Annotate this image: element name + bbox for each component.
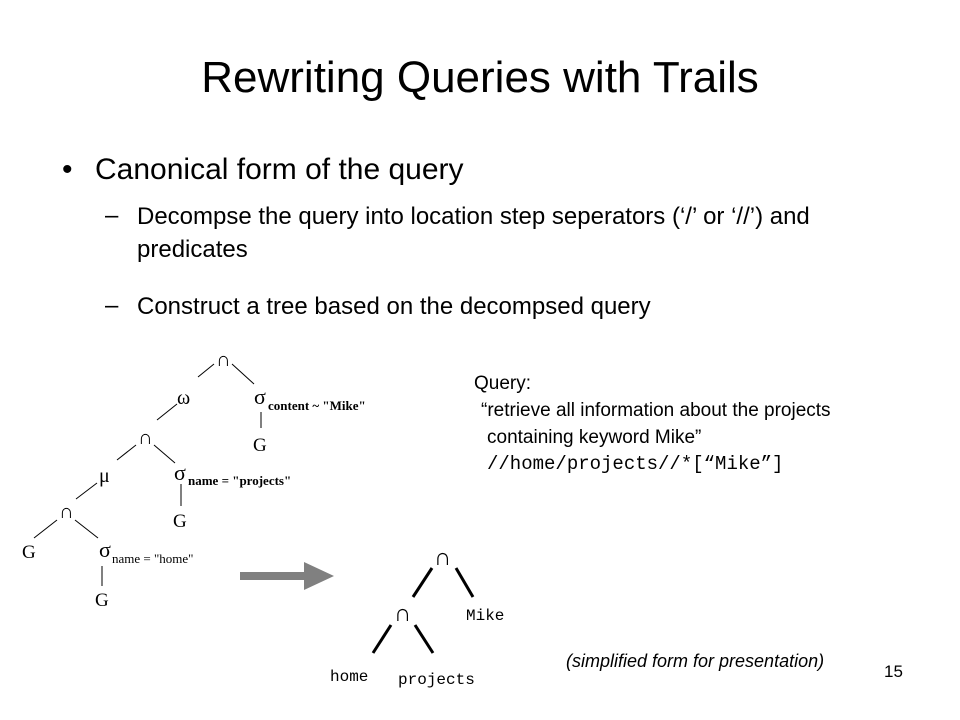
tree-edge: [231, 363, 255, 385]
slide-title: Rewriting Queries with Trails: [201, 53, 759, 102]
transform-arrow: [240, 562, 334, 590]
tree-edge: [454, 567, 475, 598]
tree-edge: [33, 519, 58, 539]
page-number: 15: [884, 662, 903, 681]
mike-node: Mike: [466, 607, 504, 625]
sigma-node: σ: [254, 384, 266, 409]
tree-edge: [116, 444, 137, 461]
projects-node: projects: [398, 671, 475, 689]
g-node: G: [22, 542, 36, 563]
predicate-name-home: name = "home": [112, 551, 193, 566]
tree-edge: [197, 363, 215, 378]
tree-edge: [411, 567, 434, 598]
intersect-node: ∩: [59, 501, 73, 523]
tree-edge: [156, 403, 178, 421]
home-node: home: [330, 668, 368, 686]
tree-edge: [75, 482, 98, 500]
predicate-content-mike: content ~ "Mike": [268, 398, 366, 413]
bullet-marker: •: [62, 153, 73, 186]
query-description-line2: containing keyword Mike”: [487, 427, 702, 448]
bullet-canonical-form: Canonical form of the query: [95, 153, 464, 186]
intersect-node: ∩: [434, 544, 451, 571]
g-node: G: [173, 511, 187, 532]
sigma-node: σ: [99, 537, 111, 562]
query-xpath: //home/projects//*[“Mike”]: [487, 453, 784, 475]
simplified-form-note: (simplified form for presentation): [566, 651, 825, 671]
mu-node: μ: [99, 465, 110, 487]
intersect-node: ∩: [138, 427, 152, 449]
sub-bullet-dash: –: [105, 292, 119, 319]
tree-edge: [413, 624, 435, 654]
sigma-node: σ: [174, 460, 186, 485]
query-label: Query:: [474, 373, 532, 394]
sub-bullet-dash: –: [105, 202, 119, 229]
query-description-line1: “retrieve all information about the proj…: [481, 400, 831, 421]
tree-edge: [153, 444, 176, 464]
g-node: G: [253, 435, 267, 456]
intersect-node: ∩: [216, 349, 230, 371]
tree-edge: [74, 519, 99, 539]
tree-edge: [371, 624, 393, 654]
sub-bullet-construct-tree: Construct a tree based on the decompsed …: [137, 293, 651, 320]
intersect-node: ∩: [394, 600, 411, 627]
omega-node: ω: [177, 387, 190, 409]
predicate-name-projects: name = "projects": [188, 473, 291, 488]
g-node: G: [95, 590, 109, 611]
sub-bullet-decompose: Decompse the query into location step se…: [137, 203, 810, 263]
